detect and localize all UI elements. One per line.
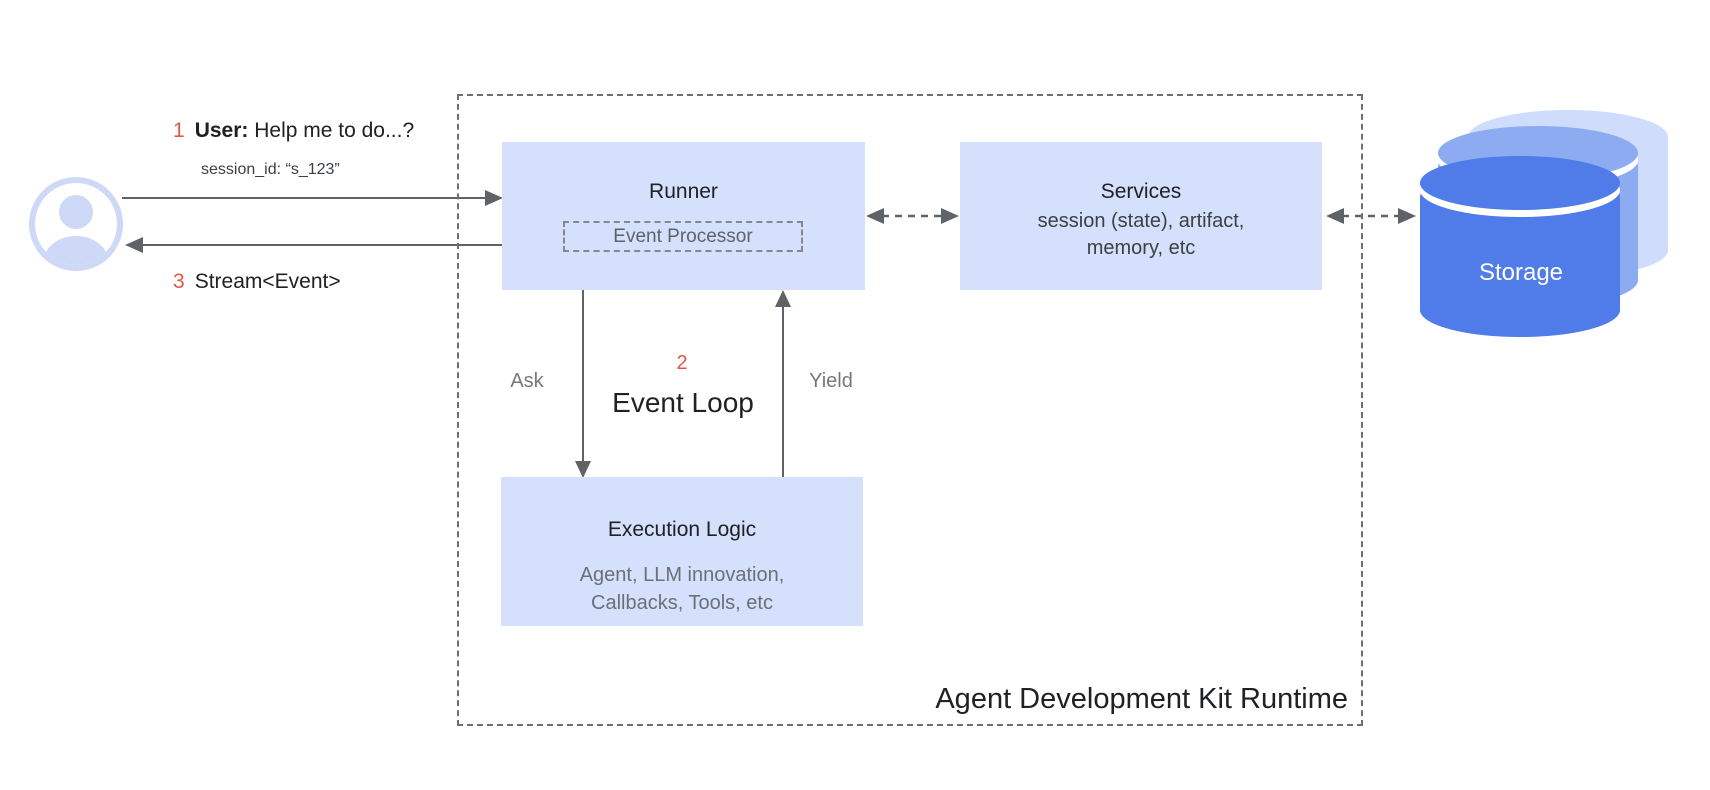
services-subtitle-line2: memory, etc	[1086, 237, 1196, 259]
user-avatar-icon	[29, 177, 123, 271]
services-subtitle: session (state), artifact, memory, etc	[960, 208, 1322, 262]
event-processor-label: Event Processor	[613, 225, 753, 247]
step-2-number: 2	[676, 352, 688, 374]
adk-runtime-title: Agent Development Kit Runtime	[935, 683, 1348, 715]
step-3-number: 3	[173, 270, 185, 293]
yield-label: Yield	[809, 370, 853, 392]
services-subtitle-line1: session (state), artifact,	[1037, 210, 1245, 232]
runner-box: Runner Event Processor	[502, 142, 865, 290]
step-1-number: 1	[173, 119, 185, 142]
execution-logic-box: Execution Logic Agent, LLM innovation, C…	[501, 477, 863, 626]
event-processor-box: Event Processor	[563, 221, 803, 252]
execution-logic-subtitle-line1: Agent, LLM innovation,	[579, 564, 785, 586]
session-id-label: session_id: “s_123”	[201, 161, 340, 178]
user-request-speaker: User:	[194, 119, 249, 142]
ask-label: Ask	[510, 370, 544, 392]
event-loop-title: Event Loop	[612, 387, 754, 418]
storage-label: Storage	[1478, 259, 1564, 286]
services-title: Services	[1100, 180, 1182, 203]
execution-logic-title: Execution Logic	[607, 518, 757, 541]
runner-title: Runner	[649, 180, 718, 203]
storage-database-icon	[1420, 110, 1668, 337]
user-request-text: Help me to do...?	[254, 119, 415, 142]
execution-logic-subtitle-line2: Callbacks, Tools, etc	[591, 592, 773, 614]
user-to-runner-arrow	[122, 190, 503, 206]
runner-to-user-arrow	[125, 237, 502, 253]
services-box: Services session (state), artifact, memo…	[960, 142, 1322, 290]
stream-event-text: Stream<Event>	[194, 270, 341, 293]
stream-event-label: 3 Stream<Event>	[173, 268, 341, 295]
adk-runtime-boundary	[457, 94, 1363, 726]
user-request-label: 1 User: Help me to do...?	[173, 117, 414, 144]
execution-logic-subtitle: Agent, LLM innovation, Callbacks, Tools,…	[501, 561, 863, 617]
